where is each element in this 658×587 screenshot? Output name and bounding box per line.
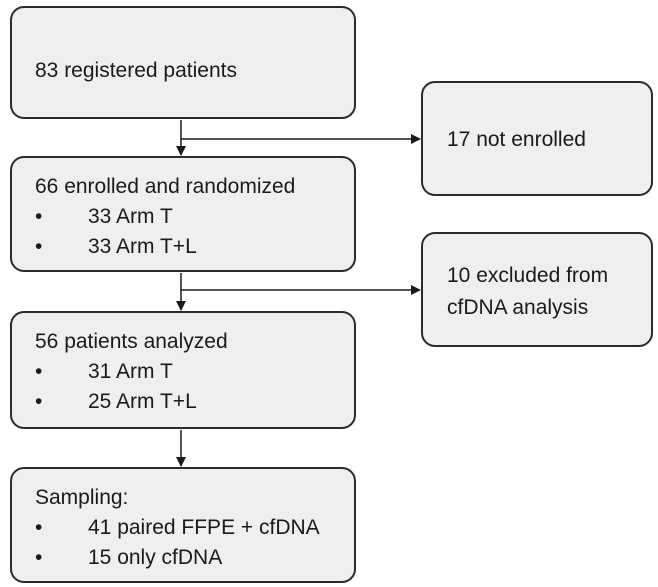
bullet: •: [35, 235, 43, 258]
excluded-line-2: cfDNA analysis: [447, 296, 589, 319]
sampling-box: Sampling: • 41 paired FFPE + cfDNA • 15 …: [10, 467, 356, 583]
enrolled-arm-list: • 33 Arm T • 33 Arm T+L: [35, 202, 354, 262]
sampling-list: • 41 paired FFPE + cfDNA • 15 only cfDNA: [35, 513, 354, 573]
excluded-line-1: 10 excluded from: [447, 264, 609, 287]
list-item: • 33 Arm T+L: [35, 232, 354, 262]
sampling-title: Sampling:: [35, 486, 129, 509]
arm-t-count: 33 Arm T: [88, 205, 173, 228]
bullet: •: [35, 360, 43, 383]
arm-tl-count: 25 Arm T+L: [88, 390, 197, 413]
bullet: •: [35, 546, 43, 569]
paired-samples-count: 41 paired FFPE + cfDNA: [88, 516, 320, 539]
enrolled-title: 66 enrolled and randomized: [35, 175, 296, 198]
excluded-box: 10 excluded from cfDNA analysis: [421, 232, 653, 347]
registered-patients-text: 83 registered patients: [35, 59, 237, 82]
arm-tl-count: 33 Arm T+L: [88, 235, 197, 258]
list-item: • 15 only cfDNA: [35, 543, 354, 573]
not-enrolled-box: 17 not enrolled: [421, 81, 653, 196]
not-enrolled-text: 17 not enrolled: [447, 128, 586, 151]
analyzed-arm-list: • 31 Arm T • 25 Arm T+L: [35, 357, 354, 417]
patients-analyzed-box: 56 patients analyzed • 31 Arm T • 25 Arm…: [10, 311, 356, 429]
list-item: • 41 paired FFPE + cfDNA: [35, 513, 354, 543]
bullet: •: [35, 205, 43, 228]
list-item: • 33 Arm T: [35, 202, 354, 232]
analyzed-title: 56 patients analyzed: [35, 330, 228, 353]
list-item: • 25 Arm T+L: [35, 387, 354, 417]
registered-patients-box: 83 registered patients: [10, 6, 356, 119]
enrolled-randomized-box: 66 enrolled and randomized • 33 Arm T • …: [10, 156, 356, 272]
list-item: • 31 Arm T: [35, 357, 354, 387]
bullet: •: [35, 390, 43, 413]
bullet: •: [35, 516, 43, 539]
cfdna-only-count: 15 only cfDNA: [88, 546, 223, 569]
arm-t-count: 31 Arm T: [88, 360, 173, 383]
